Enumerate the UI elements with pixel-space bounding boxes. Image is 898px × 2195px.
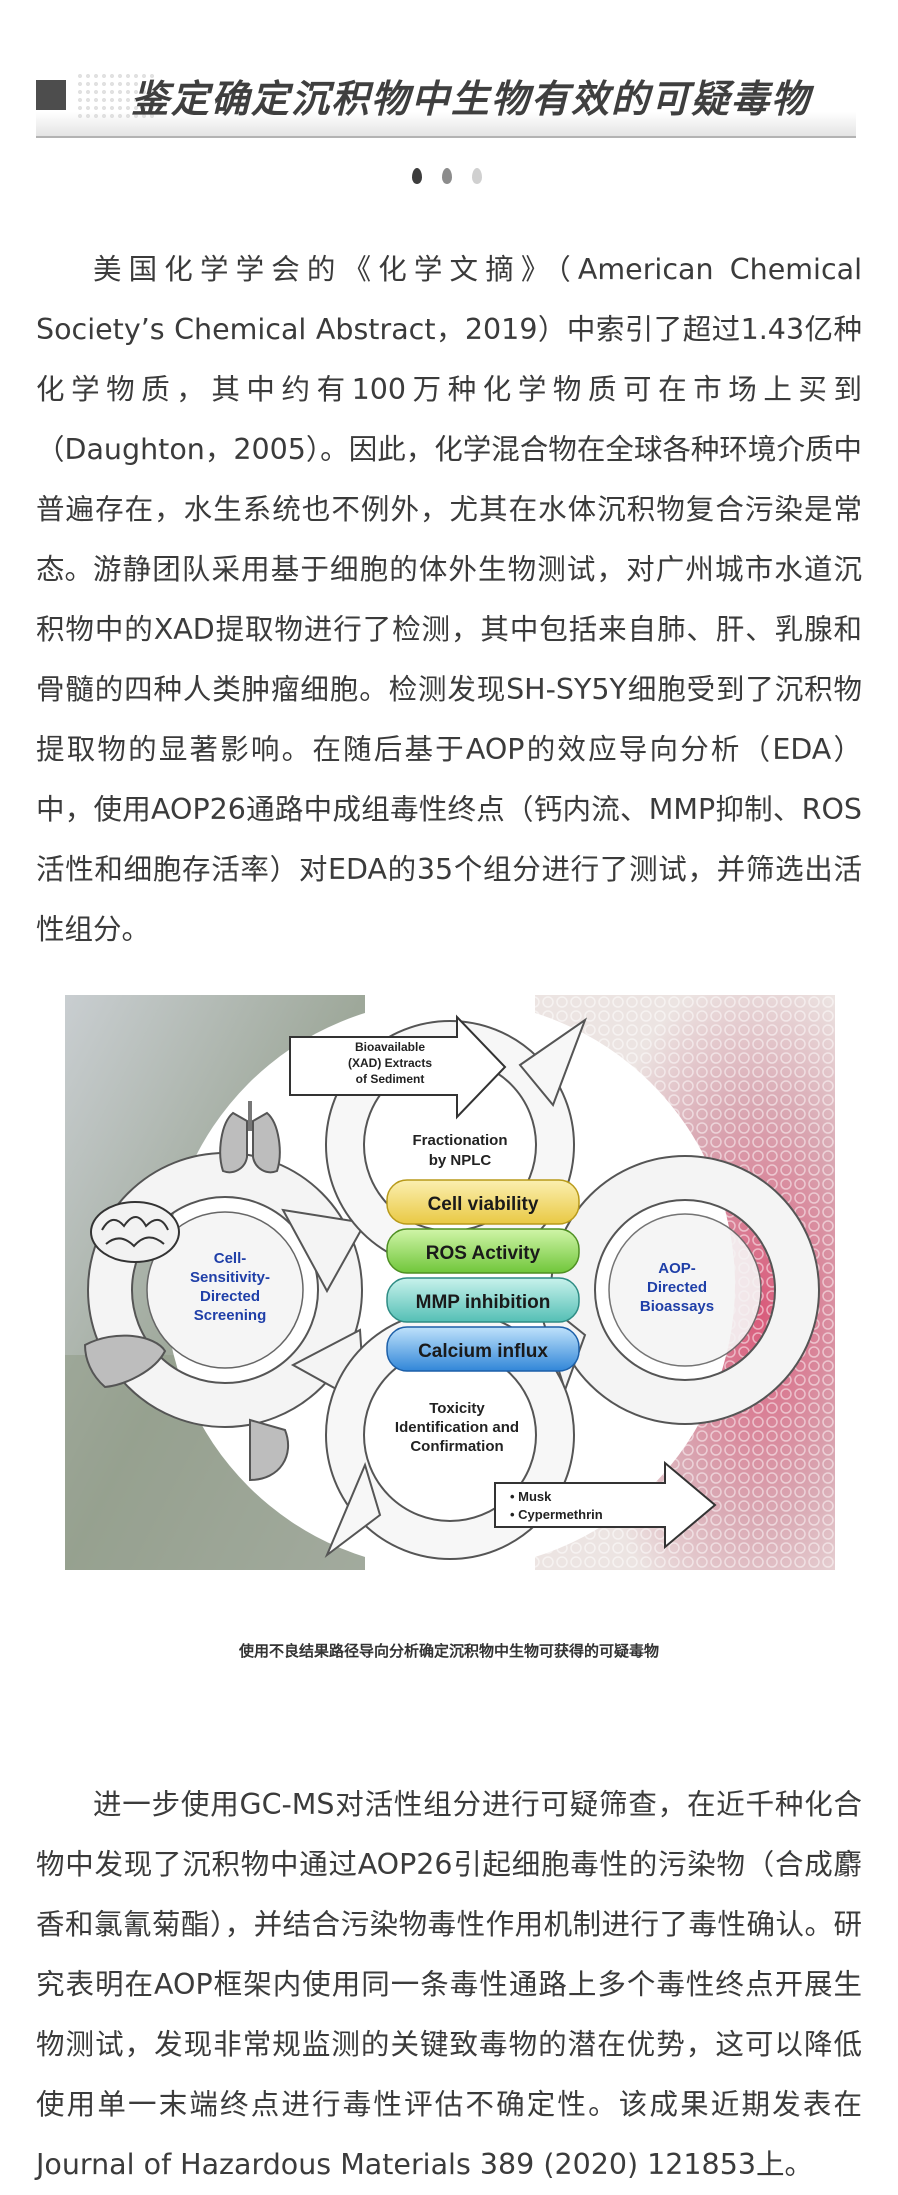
bioavailable-label-line: Bioavailable — [355, 1040, 425, 1054]
endpoint-calcium-influx — [386, 1326, 580, 1372]
endpoint-cell-viability — [386, 1179, 580, 1225]
bottom-cycle-arrowhead — [324, 1462, 382, 1559]
aop-bioassays-label-line: AOP- — [658, 1260, 696, 1277]
header-shade — [36, 112, 856, 136]
result-musk: • Musk — [510, 1489, 552, 1504]
endpoint-mmp-inhibition — [386, 1277, 580, 1323]
toxicity-label-line: Toxicity — [429, 1400, 485, 1417]
aop-bioassays-label-line: Bioassays — [640, 1298, 714, 1315]
top-cycle-arrowhead — [518, 1017, 588, 1107]
bioavailable-label-line: of Sediment — [356, 1072, 425, 1086]
cell-screening-label-line: Directed — [200, 1288, 260, 1305]
toxicity-label-line: Confirmation — [410, 1438, 503, 1455]
liver-icon — [83, 1334, 167, 1389]
paragraph-method: 游静团队采用基于细胞的体外生物测试，对广州城市水道沉积物中的XAD提取物进行了检… — [36, 553, 862, 946]
breast-icon — [249, 1418, 290, 1482]
results-arrow — [494, 1460, 717, 1550]
bioavailable-arrow — [289, 1014, 507, 1120]
fractionation-label-line: Fractionation — [412, 1132, 507, 1149]
left-inner-disk — [146, 1211, 304, 1369]
brain-icon — [90, 1201, 180, 1263]
left-cycle-arrowhead — [281, 1208, 367, 1294]
drop-icon — [442, 168, 452, 184]
aop-eda-figure: Bioavailable (XAD) Extracts of Sediment … — [65, 995, 835, 1570]
endpoint-label: Cell viability — [428, 1194, 539, 1215]
section-title: 鉴定确定沉积物中生物有效的可疑毒物 — [131, 77, 812, 121]
figure-caption: 使用不良结果路径导向分析确定沉积物中生物可获得的可疑毒物 — [238, 1642, 659, 1660]
aop-bioassays-label-line: Directed — [647, 1279, 707, 1296]
right-inner-disk — [608, 1213, 762, 1367]
figure-svg: Bioavailable (XAD) Extracts of Sediment … — [65, 995, 835, 1570]
drop-icon — [412, 168, 422, 184]
cell-screening-label-line: Cell- — [214, 1250, 247, 1267]
endpoint-label: MMP inhibition — [416, 1292, 551, 1313]
section-header: 鉴定确定沉积物中生物有效的可疑毒物 — [36, 62, 856, 138]
result-cypermethrin: • Cypermethrin — [510, 1507, 603, 1522]
drop-icon — [472, 168, 482, 184]
toxicity-label-line: Identification and — [395, 1419, 519, 1436]
endpoint-label: Calcium influx — [418, 1341, 548, 1362]
cell-screening-label-line: Sensitivity- — [190, 1269, 270, 1286]
cell-screening-label-line: Screening — [194, 1307, 267, 1324]
header-dot-pattern — [76, 72, 156, 118]
paragraph-results: 进一步使用GC-MS对活性组分进行可疑筛查，在近千种化合物中发现了沉积物中通过A… — [36, 1788, 862, 2181]
header-square-marker — [36, 80, 66, 110]
left-cycle-ring — [89, 1154, 361, 1426]
bioavailable-label-line: (XAD) Extracts — [348, 1056, 432, 1070]
header-divider — [36, 136, 856, 138]
endpoint-label: ROS Activity — [426, 1243, 541, 1264]
paragraph-intro: 美国化学学会的《化学文摘》（American Chemical Society’… — [36, 253, 862, 586]
drop-ornament — [412, 168, 492, 188]
lungs-icon — [219, 1101, 281, 1174]
fractionation-label-line: by NPLC — [429, 1152, 492, 1169]
endpoint-ros-activity — [386, 1228, 580, 1274]
